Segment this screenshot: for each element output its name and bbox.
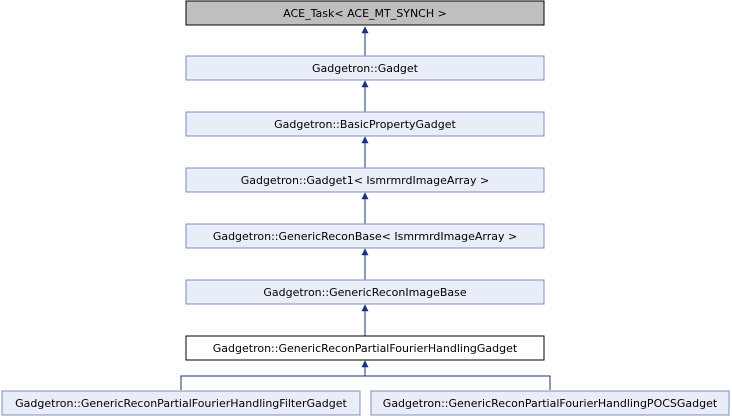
- node-label: Gadgetron::BasicPropertyGadget: [274, 118, 456, 131]
- node-label: Gadgetron::GenericReconImageBase: [263, 286, 466, 299]
- node-label: Gadgetron::GenericReconPartialFourierHan…: [15, 397, 347, 410]
- node-box: [1, 390, 361, 416]
- node-label: ACE_Task< ACE_MT_SYNCH >: [283, 7, 447, 20]
- node-gadget[interactable]: Gadgetron::Gadget: [185, 55, 545, 81]
- node-basic-property-gadget[interactable]: Gadgetron::BasicPropertyGadget: [185, 111, 545, 137]
- node-generic-recon-base[interactable]: Gadgetron::GenericReconBase< IsmrmrdImag…: [185, 223, 545, 249]
- node-pf-pocs-gadget[interactable]: Gadgetron::GenericReconPartialFourierHan…: [370, 390, 730, 416]
- node-gadget1[interactable]: Gadgetron::Gadget1< IsmrmrdImageArray >: [185, 167, 545, 193]
- edge-pf-filter-gadget-to-pf-handling-gadget: [180, 375, 365, 390]
- edge-pf-pocs-gadget-to-pf-handling-gadget: [361, 360, 551, 390]
- node-label: Gadgetron::GenericReconPartialFourierHan…: [213, 342, 518, 355]
- inheritance-edges: [180, 26, 551, 390]
- node-box: [370, 390, 730, 416]
- node-box: [185, 111, 545, 137]
- node-box: [185, 223, 545, 249]
- node-box: [185, 335, 545, 361]
- node-box: [185, 55, 545, 81]
- node-label: Gadgetron::Gadget1< IsmrmrdImageArray >: [241, 174, 490, 187]
- node-ace-task: ACE_Task< ACE_MT_SYNCH >: [185, 0, 545, 26]
- node-box: [185, 167, 545, 193]
- node-box: [185, 279, 545, 305]
- node-pf-filter-gadget[interactable]: Gadgetron::GenericReconPartialFourierHan…: [1, 390, 361, 416]
- node-label: Gadgetron::Gadget: [312, 62, 419, 75]
- node-generic-recon-image-base[interactable]: Gadgetron::GenericReconImageBase: [185, 279, 545, 305]
- node-label: Gadgetron::GenericReconPartialFourierHan…: [383, 397, 718, 410]
- node-label: Gadgetron::GenericReconBase< IsmrmrdImag…: [213, 230, 517, 243]
- node-box: [185, 0, 545, 26]
- node-pf-handling-gadget: Gadgetron::GenericReconPartialFourierHan…: [185, 335, 545, 361]
